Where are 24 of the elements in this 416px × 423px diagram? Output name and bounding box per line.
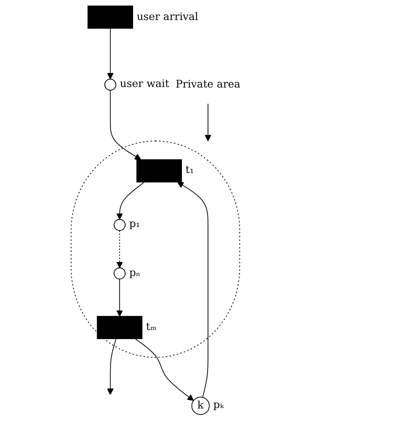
arrow	[110, 90, 142, 160]
place-label: pₙ	[129, 268, 140, 280]
place-circle	[114, 267, 126, 280]
place-label: p₁	[129, 219, 140, 231]
place-label: pₖ	[213, 400, 224, 412]
arrow	[116, 230, 123, 268]
arrow	[116, 182, 145, 220]
place-label: t₁	[186, 165, 194, 177]
place-circle: k	[191, 396, 210, 415]
arrow	[107, 338, 117, 395]
place-label: user wait	[120, 79, 170, 91]
transition-bar	[96, 316, 142, 340]
transition-bar	[136, 159, 182, 182]
transition-bar	[88, 6, 134, 29]
place-circle	[104, 78, 116, 91]
place-label: user arrival	[136, 12, 198, 24]
arrow	[116, 278, 123, 317]
arrow	[107, 28, 114, 80]
arrow	[177, 182, 208, 398]
text-label: Private area	[176, 78, 240, 90]
place-circle	[114, 218, 126, 231]
place-label: tₘ	[146, 322, 157, 334]
arrow	[204, 103, 212, 142]
arrow	[134, 338, 194, 401]
